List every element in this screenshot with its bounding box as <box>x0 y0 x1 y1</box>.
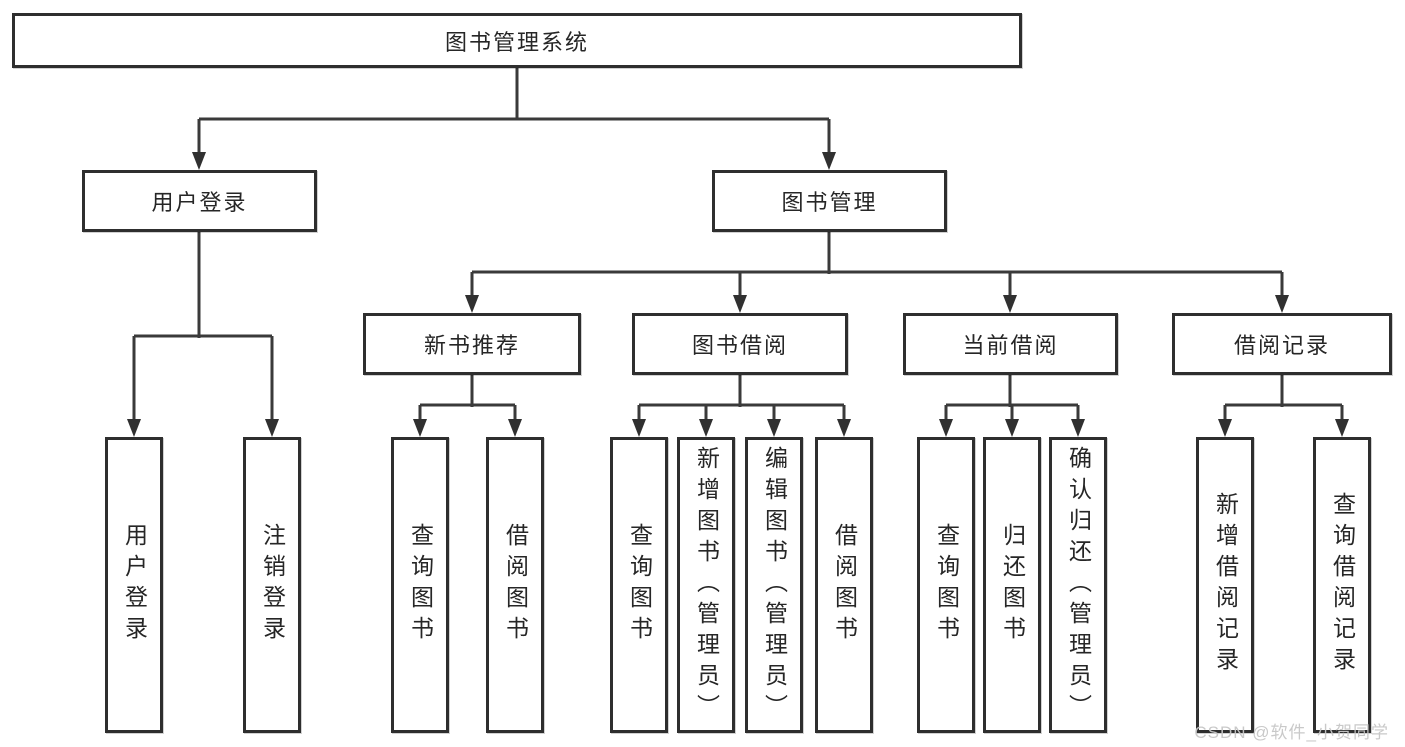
node-br-add-record-label: 新增借阅记录 <box>1212 492 1239 678</box>
node-book-mgmt-label: 图书管理 <box>781 190 878 215</box>
node-nb-query-books: 查询图书 <box>391 437 449 733</box>
node-borrow-records: 借阅记录 <box>1172 313 1392 375</box>
node-bb-query-books: 查询图书 <box>610 437 668 733</box>
node-root: 图书管理系统 <box>12 13 1022 68</box>
node-br-query-record-label: 查询借阅记录 <box>1329 492 1356 678</box>
node-cb-query-books-label: 查询图书 <box>933 523 960 647</box>
node-book-mgmt: 图书管理 <box>712 170 947 232</box>
node-logout-label: 注销登录 <box>259 523 286 647</box>
node-new-books: 新书推荐 <box>363 313 581 375</box>
node-new-books-label: 新书推荐 <box>423 333 520 358</box>
node-cb-return-books-label: 归还图书 <box>999 523 1026 647</box>
node-book-borrow: 图书借阅 <box>632 313 848 375</box>
node-nb-query-books-label: 查询图书 <box>407 523 434 647</box>
node-user-login-label: 用户登录 <box>151 190 248 215</box>
node-bb-borrow-books-label: 借阅图书 <box>831 523 858 647</box>
node-root-label: 图书管理系统 <box>444 29 589 55</box>
node-cb-confirm-return-label: 确认归还（管理员） <box>1065 445 1092 725</box>
watermark: CSDN @软件_小贺同学 <box>1194 723 1389 742</box>
node-bb-edit-books-label: 编辑图书（管理员） <box>761 445 788 725</box>
node-book-borrow-label: 图书借阅 <box>691 333 788 358</box>
node-bb-borrow-books: 借阅图书 <box>815 437 873 733</box>
node-login: 用户登录 <box>105 437 163 733</box>
node-cb-confirm-return: 确认归还（管理员） <box>1049 437 1107 733</box>
node-bb-add-books: 新增图书（管理员） <box>677 437 735 733</box>
node-login-label: 用户登录 <box>121 523 148 647</box>
node-bb-query-books-label: 查询图书 <box>626 523 653 647</box>
node-cb-query-books: 查询图书 <box>917 437 975 733</box>
node-nb-borrow-books: 借阅图书 <box>486 437 544 733</box>
node-logout: 注销登录 <box>243 437 301 733</box>
node-br-query-record: 查询借阅记录 <box>1313 437 1371 733</box>
node-user-login: 用户登录 <box>82 170 317 232</box>
node-current-borrow-label: 当前借阅 <box>962 333 1059 358</box>
node-bb-add-books-label: 新增图书（管理员） <box>693 445 720 725</box>
node-cb-return-books: 归还图书 <box>983 437 1041 733</box>
node-borrow-records-label: 借阅记录 <box>1233 333 1330 358</box>
node-br-add-record: 新增借阅记录 <box>1196 437 1254 733</box>
node-bb-edit-books: 编辑图书（管理员） <box>745 437 803 733</box>
node-current-borrow: 当前借阅 <box>903 313 1118 375</box>
node-nb-borrow-books-label: 借阅图书 <box>502 523 529 647</box>
